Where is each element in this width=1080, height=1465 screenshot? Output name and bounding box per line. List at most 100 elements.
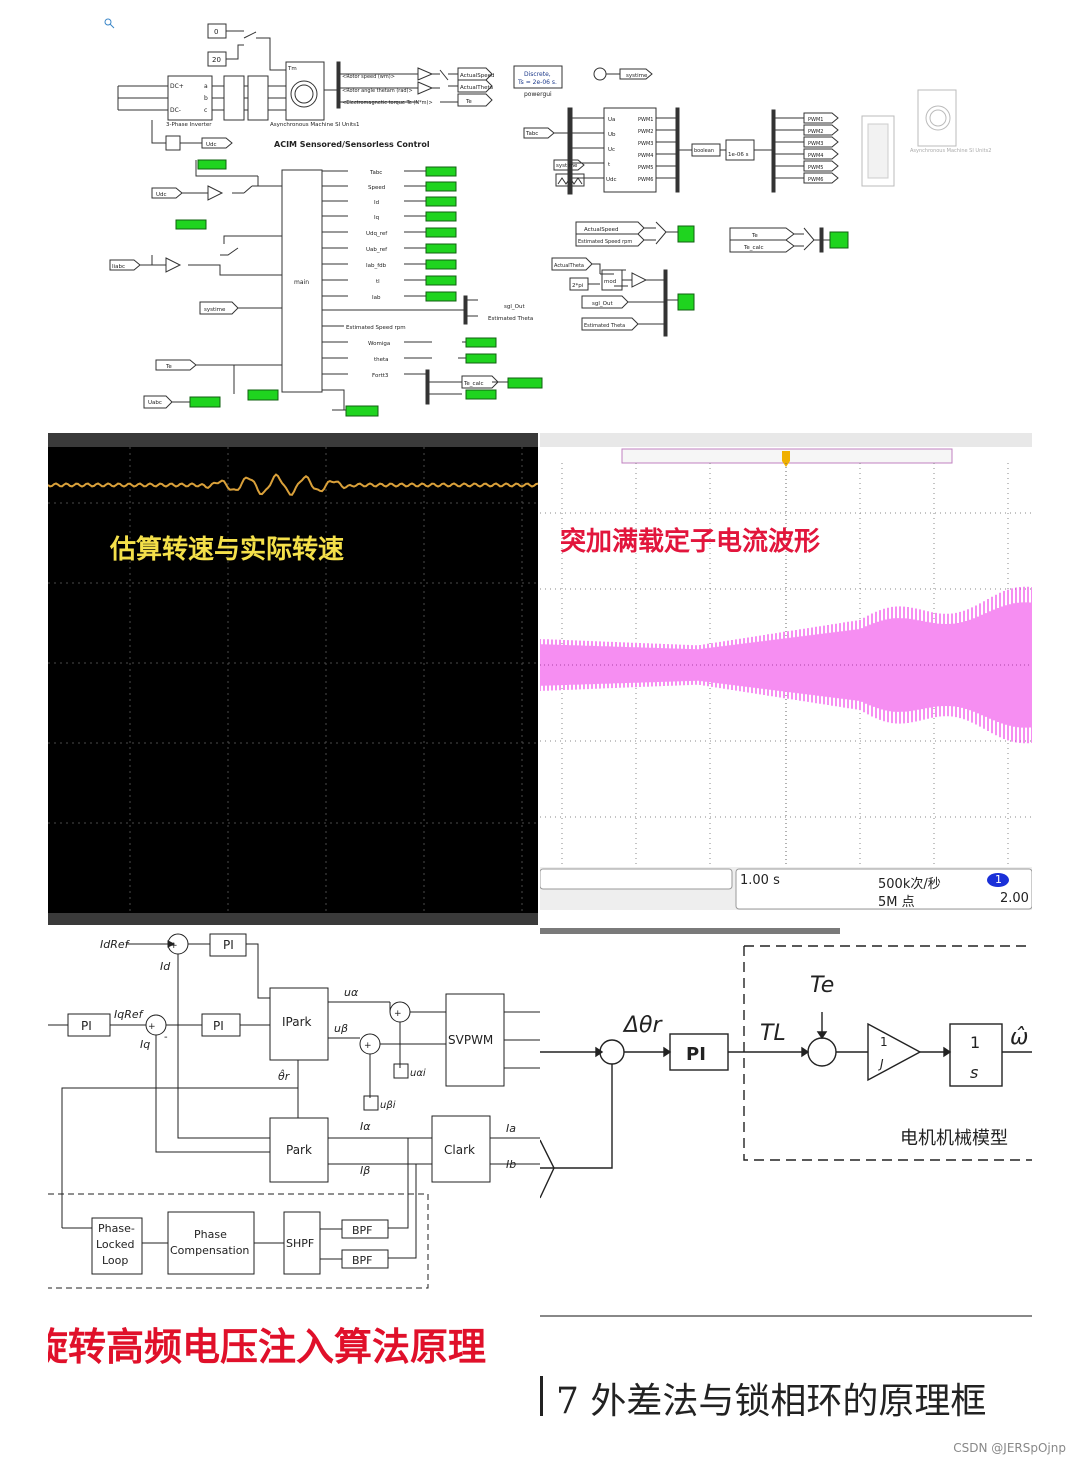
search-icon (104, 18, 112, 26)
label-i-alpha: Iα (360, 1120, 371, 1133)
main-input-iiabc: Iiabc (112, 264, 125, 270)
park-block (269, 1117, 329, 1183)
speed-trace (48, 473, 538, 496)
current-scope-title: 突加满载定子电流波形 (560, 527, 821, 557)
machine-output-speed: <Rotor speed (wm)> (342, 74, 395, 80)
plus-q: + (148, 1022, 156, 1032)
label-iq-ref: IqRef (114, 1008, 145, 1021)
simulink-diagram: 0 20 DC+ DC- a b c 3-Phase Inverter Tm A… (104, 18, 991, 417)
main-out-uab-ref: Uab_ref (366, 247, 388, 253)
svpwm-label: SVPWM (448, 1033, 493, 1047)
ipark-block (269, 987, 329, 1061)
goto-systime-top: systime (626, 73, 648, 79)
main-out-fortt3: Fortt3 (372, 373, 389, 379)
hfi-block-diagram: IdRef Id IqRef Iq + + - PI PI PI IPark u… (48, 933, 540, 1289)
goto-te-calc: Te_calc (463, 381, 484, 387)
current-trace (540, 586, 1032, 744)
pwm-goto-5: PWM5 (808, 165, 823, 171)
label-u-beta: uβ (334, 1022, 348, 1035)
current-scope-panel: 突加满载定子电流波形 1.00 s 500k次/秒 5M 点 1 2.00 (540, 433, 1032, 910)
constant-0-label: 0 (214, 28, 218, 36)
cmp-te-calc: Te_calc (743, 245, 764, 251)
machine-label: Asynchronous Machine SI Units1 (270, 122, 360, 128)
main-input-udc: Udc (156, 192, 167, 198)
goto-udc: Udc (206, 142, 217, 148)
powergui-line2: Ts = 2e-06 s. (517, 79, 557, 86)
powergui-line1: Discrete, (524, 71, 551, 78)
label-u-alpha-i: uαi (410, 1068, 426, 1079)
mech-sum-junction (807, 1037, 837, 1067)
pll-caption: 7 外差法与锁相环的原理框 (540, 1366, 1032, 1426)
main-out-iq: Iq (374, 215, 379, 221)
integrator-numerator: 1 (970, 1033, 980, 1052)
phase-comp-line1: Phase (194, 1228, 227, 1241)
sample-rate: 500k次/秒 (878, 877, 941, 892)
gain-numerator: 1 (880, 1035, 888, 1049)
clark-block (431, 1115, 491, 1183)
pwm-in-t: t (608, 162, 611, 168)
cmp-te: Te (751, 233, 758, 239)
cmp-actual-speed: ActualSpeed (584, 227, 618, 233)
pi-d-label: PI (223, 938, 234, 952)
label-u-alpha: uα (344, 986, 359, 999)
pll-line3: Loop (102, 1254, 128, 1267)
inverter-label: 3-Phase Inverter (166, 122, 212, 128)
main-out-tl: tl (376, 279, 380, 285)
machine-output-torque: <Electromagnetic torque Te (N*m)> (342, 100, 433, 106)
hfi-caption: 旋转高频电压注入算法原理 (48, 1314, 540, 1370)
clock-icon (593, 67, 607, 81)
pll-block-diagram: Δθr PI TL Te 1 J 1 s ω̂ 电机机械模型 (540, 928, 1032, 1317)
machine2-label: Asynchronous Machine SI Units2 (910, 148, 991, 154)
async-machine-block (285, 61, 325, 121)
simulink-model-panel: 0 20 DC+ DC- a b c 3-Phase Inverter Tm A… (48, 0, 1038, 430)
label-id: Id (160, 960, 171, 973)
minus-q: - (164, 1032, 168, 1043)
main-out-udq-ref: Udq_ref (366, 231, 388, 237)
record-points: 5M 点 (878, 895, 915, 910)
main-out-iab-fdb: Iab_fdb (366, 263, 387, 269)
pwm-out-1: PWM1 (638, 117, 653, 123)
pwm-goto-3: PWM3 (808, 141, 823, 147)
channel-1-icon (987, 873, 1009, 887)
main-input-te: Te (165, 364, 172, 370)
machine-port-tm: Tm (287, 66, 297, 72)
goto-actual-theta: ActualTheta (460, 85, 493, 91)
pll-pi-label: PI (686, 1044, 706, 1065)
boolean-label: boolean (694, 148, 714, 154)
pwm-out-5: PWM5 (638, 165, 653, 171)
watermark: CSDN @JERSpOjnp (953, 1441, 1066, 1455)
plus-d: + (170, 941, 178, 951)
main-out-womiga: Womiga (368, 341, 390, 347)
phase-comp-line2: Compensation (170, 1244, 249, 1257)
display-blocks (175, 159, 849, 417)
cmp-est-theta: Estimated Theta (584, 323, 625, 329)
plus-alpha: + (394, 1009, 402, 1019)
ipark-label: IPark (282, 1015, 312, 1029)
pi-q-label: PI (213, 1019, 224, 1033)
inverter-port-dcm: DC- (170, 107, 181, 114)
phase-compensation-block (167, 1211, 255, 1275)
timebase-value: 1.00 s (740, 873, 780, 888)
label-te: Te (810, 973, 834, 998)
pwm-goto-4: PWM4 (808, 153, 823, 159)
pwm-goto-6: PWM6 (808, 177, 823, 183)
pll-line1: Phase- (98, 1222, 135, 1235)
powergui-label: powergui (524, 91, 552, 98)
plus-beta: + (364, 1041, 372, 1051)
main-output-wires (322, 170, 490, 410)
mod-block: mod (604, 279, 616, 285)
pll-line2: Locked (96, 1238, 134, 1251)
main-input-systime: systime (204, 307, 226, 313)
mech-model-label: 电机机械模型 (900, 1128, 1008, 1149)
label-iq: Iq (140, 1038, 150, 1051)
label-theta-r: θ̂r (278, 1069, 291, 1083)
cmp-est-speed: Estimated Speed rpm (578, 239, 632, 245)
pll-sum-junction (599, 1039, 625, 1065)
label-u-beta-i: uβi (380, 1100, 396, 1111)
cmp-actual-theta: ActualTheta (554, 263, 584, 269)
label-i-beta: Iβ (360, 1164, 370, 1177)
bpf-2-label: BPF (352, 1254, 373, 1267)
hfi-caption-text: 旋转高频电压注入算法原理 (48, 1325, 487, 1369)
label-omega-hat: ω̂ (1010, 1025, 1028, 1050)
main-block-label: main (294, 279, 309, 286)
